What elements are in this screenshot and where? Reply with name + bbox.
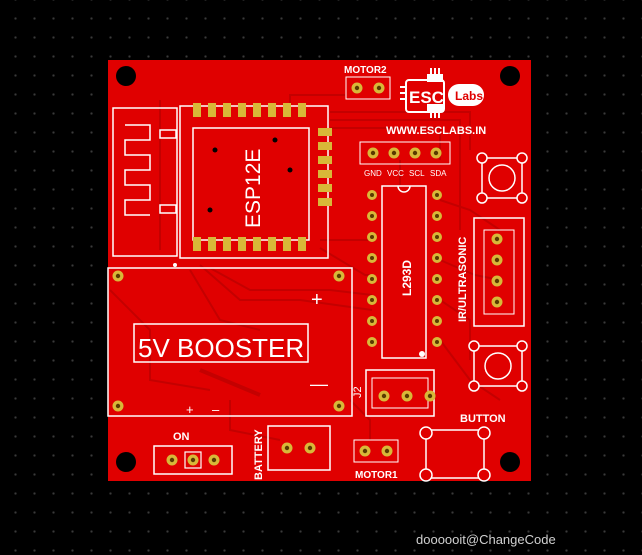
- switch-label: ON: [173, 431, 190, 443]
- j2-label: J2: [352, 386, 364, 398]
- battery-label: BATTERY: [253, 429, 265, 480]
- booster-plus-label: +: [311, 289, 323, 311]
- l293d-right-pins: [432, 190, 442, 347]
- esp12e-module: ESP12E: [179, 103, 332, 259]
- logo-labs-text: Labs: [455, 89, 483, 103]
- esp12e-label: ESP12E: [242, 149, 265, 228]
- l293d-left-pins: [367, 190, 377, 347]
- booster-label: 5V BOOSTER: [138, 333, 304, 363]
- header-pin-scl: SCL: [409, 169, 425, 178]
- motor2-label: MOTOR2: [344, 65, 387, 76]
- antenna: [112, 107, 178, 257]
- sensor-label: IR/ULTRASONIC: [457, 237, 469, 322]
- booster-minus-label: —: [310, 374, 328, 394]
- motor1-label: MOTOR1: [355, 470, 398, 481]
- battery-connector: BATTERY: [253, 425, 331, 480]
- on-switch: ON: [153, 431, 233, 475]
- mounting-hole-top-left: [116, 66, 136, 86]
- i2c-header: GND VCC SCL SDA: [359, 141, 451, 178]
- ir-ultrasonic-connector: IR/ULTRASONIC: [457, 217, 525, 327]
- esclabs-logo: ESC Labs: [400, 68, 484, 118]
- booster-module: 5V BOOSTER + — + –: [107, 263, 353, 417]
- button-label: BUTTON: [460, 413, 506, 425]
- reset-button: BUTTON: [419, 413, 506, 482]
- header-pin-sda: SDA: [430, 169, 447, 178]
- push-button-middle: [468, 340, 528, 392]
- header-pin-vcc: VCC: [387, 169, 404, 178]
- mounting-hole-top-right: [500, 66, 520, 86]
- motor2-connector: MOTOR2: [344, 65, 391, 100]
- website-label: WWW.ESCLABS.IN: [386, 125, 486, 137]
- watermark-text: doooooit@ChangeCode: [416, 532, 556, 547]
- motor1-connector: MOTOR1: [353, 439, 399, 481]
- mounting-hole-bottom-left: [116, 452, 136, 472]
- input-plus-label: +: [186, 402, 194, 417]
- l293d-label: L293D: [400, 260, 414, 296]
- copper-traces: [109, 94, 501, 441]
- mounting-holes: [116, 66, 520, 472]
- l293d-chip: L293D: [367, 185, 442, 359]
- input-minus-label: –: [212, 402, 220, 417]
- mounting-hole-bottom-right: [500, 452, 520, 472]
- j2-connector: J2: [352, 369, 436, 417]
- push-button-top: [476, 152, 528, 204]
- logo-esc-text: ESC: [409, 88, 444, 107]
- header-pin-gnd: GND: [364, 169, 382, 178]
